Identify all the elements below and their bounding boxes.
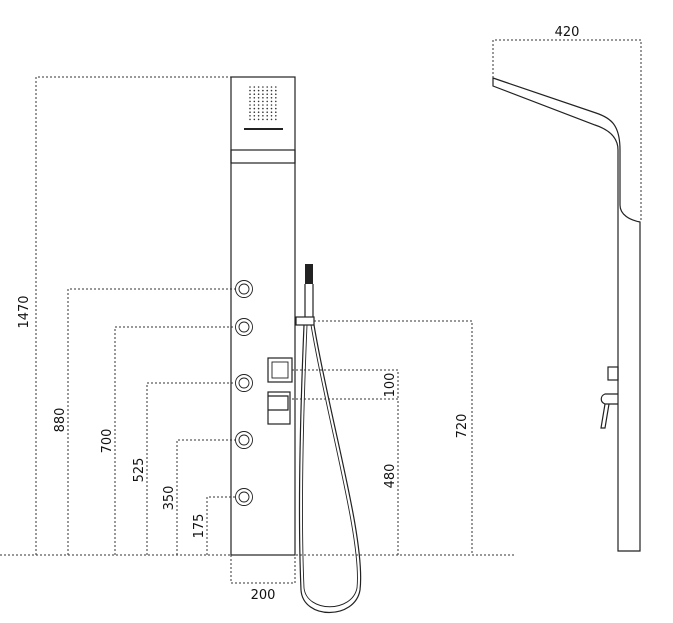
rain-nozzle-dot — [266, 118, 269, 121]
rain-nozzle-dot — [266, 104, 269, 106]
rain-nozzle-dot — [262, 115, 264, 117]
side-profile — [492, 77, 641, 552]
rain-nozzle-dot — [262, 118, 264, 121]
rain-nozzle-dot — [253, 104, 256, 106]
rain-nozzle-dot — [262, 100, 264, 103]
rain-nozzle-dot — [275, 107, 277, 110]
front-view: 1470 880 700 525 350 175 200 720 480 100 — [17, 76, 473, 613]
rain-nozzle-dot — [270, 93, 273, 95]
body-jet — [235, 488, 253, 506]
rain-nozzle-dot — [253, 93, 256, 95]
rain-nozzle-dot — [266, 111, 269, 113]
rain-nozzle-dot — [253, 100, 256, 103]
rain-nozzle-dot — [249, 93, 251, 95]
mixer-lever — [267, 391, 291, 425]
rain-nozzle-dot — [270, 118, 273, 121]
rain-nozzle-dot — [266, 89, 269, 92]
dim-mixer-height: 480 — [383, 464, 398, 489]
rain-nozzle-dot — [253, 86, 256, 88]
rain-nozzle-dot — [270, 104, 273, 106]
rain-nozzle-dot — [249, 100, 251, 103]
dim-jet-5: 175 — [192, 514, 207, 539]
rain-nozzle-dot — [249, 111, 251, 113]
rain-nozzle-dot — [270, 115, 273, 117]
rain-nozzle-dot — [257, 111, 260, 113]
body-jet — [235, 318, 253, 336]
shower-hose — [298, 324, 362, 613]
rain-nozzle-dot — [249, 89, 251, 92]
panel-body — [230, 149, 296, 556]
side-diverter — [607, 366, 619, 381]
rain-nozzle-dot — [275, 118, 277, 121]
hand-shower — [295, 264, 315, 326]
rain-nozzle-dot — [270, 86, 273, 88]
side-view: 420 — [492, 25, 642, 552]
rain-nozzle-dot — [249, 86, 251, 88]
rain-nozzle-dot — [257, 115, 260, 117]
rain-nozzle-dot — [249, 107, 251, 110]
rain-nozzle-dot — [270, 107, 273, 110]
rain-nozzle-dot — [266, 107, 269, 110]
dim-total-height: 1470 — [17, 295, 32, 328]
rain-nozzle-dot — [253, 97, 256, 99]
rain-nozzle-dot — [270, 100, 273, 103]
rain-nozzle-dot — [262, 93, 264, 95]
rain-nozzle-dot — [257, 86, 260, 88]
rain-nozzle-dot — [257, 107, 260, 110]
rain-nozzle-dot — [275, 97, 277, 99]
body-jet — [235, 374, 253, 392]
rain-nozzle-dot — [257, 93, 260, 95]
rain-nozzle-dot — [275, 93, 277, 95]
rain-nozzle-dot — [249, 104, 251, 106]
rain-nozzle-dot — [253, 107, 256, 110]
rain-nozzle-dot — [257, 89, 260, 92]
rain-nozzle-dot — [249, 115, 251, 117]
rain-nozzle-dot — [266, 97, 269, 99]
rain-nozzle-dot — [275, 100, 277, 103]
rain-nozzle-dot — [266, 100, 269, 103]
rain-nozzles — [249, 86, 277, 121]
rain-nozzle-dot — [253, 89, 256, 92]
side-mixer-lever — [600, 393, 618, 429]
rain-nozzle-dot — [253, 111, 256, 113]
rain-head — [230, 76, 296, 164]
rain-nozzle-dot — [262, 97, 264, 99]
rain-nozzle-dot — [249, 118, 251, 121]
rain-nozzle-dot — [257, 118, 260, 121]
rain-nozzle-dot — [253, 118, 256, 121]
diverter-control — [267, 357, 293, 383]
rain-nozzle-dot — [257, 100, 260, 103]
rain-nozzle-dot — [275, 104, 277, 106]
rain-nozzle-dot — [253, 115, 256, 117]
dim-depth: 420 — [555, 25, 580, 40]
rain-nozzle-dot — [262, 107, 264, 110]
body-jet — [235, 431, 253, 449]
body-jet — [235, 280, 253, 298]
dim-jet-2: 700 — [100, 429, 115, 454]
dim-jet-4: 350 — [162, 486, 177, 511]
rain-nozzle-dot — [262, 89, 264, 92]
rain-nozzle-dot — [266, 86, 269, 88]
rain-nozzle-dot — [275, 86, 277, 88]
rain-nozzle-dot — [275, 111, 277, 113]
rain-nozzle-dot — [270, 89, 273, 92]
dim-jet-1: 880 — [53, 408, 68, 433]
rain-nozzle-dot — [262, 86, 264, 88]
dim-control-spacing: 100 — [383, 373, 398, 398]
dim-width: 200 — [251, 588, 276, 603]
rain-nozzle-dot — [270, 111, 273, 113]
rain-nozzle-dot — [262, 111, 264, 113]
rain-nozzle-dot — [266, 115, 269, 117]
rain-nozzle-dot — [249, 97, 251, 99]
rain-nozzle-dot — [275, 89, 277, 92]
rain-nozzle-dot — [257, 97, 260, 99]
rain-nozzle-dot — [262, 104, 264, 106]
dim-jet-3: 525 — [132, 458, 147, 483]
rain-nozzle-dot — [266, 93, 269, 95]
rain-nozzle-dot — [257, 104, 260, 106]
dim-holder-height: 720 — [455, 414, 470, 439]
rain-nozzle-dot — [275, 115, 277, 117]
rain-nozzle-dot — [270, 97, 273, 99]
